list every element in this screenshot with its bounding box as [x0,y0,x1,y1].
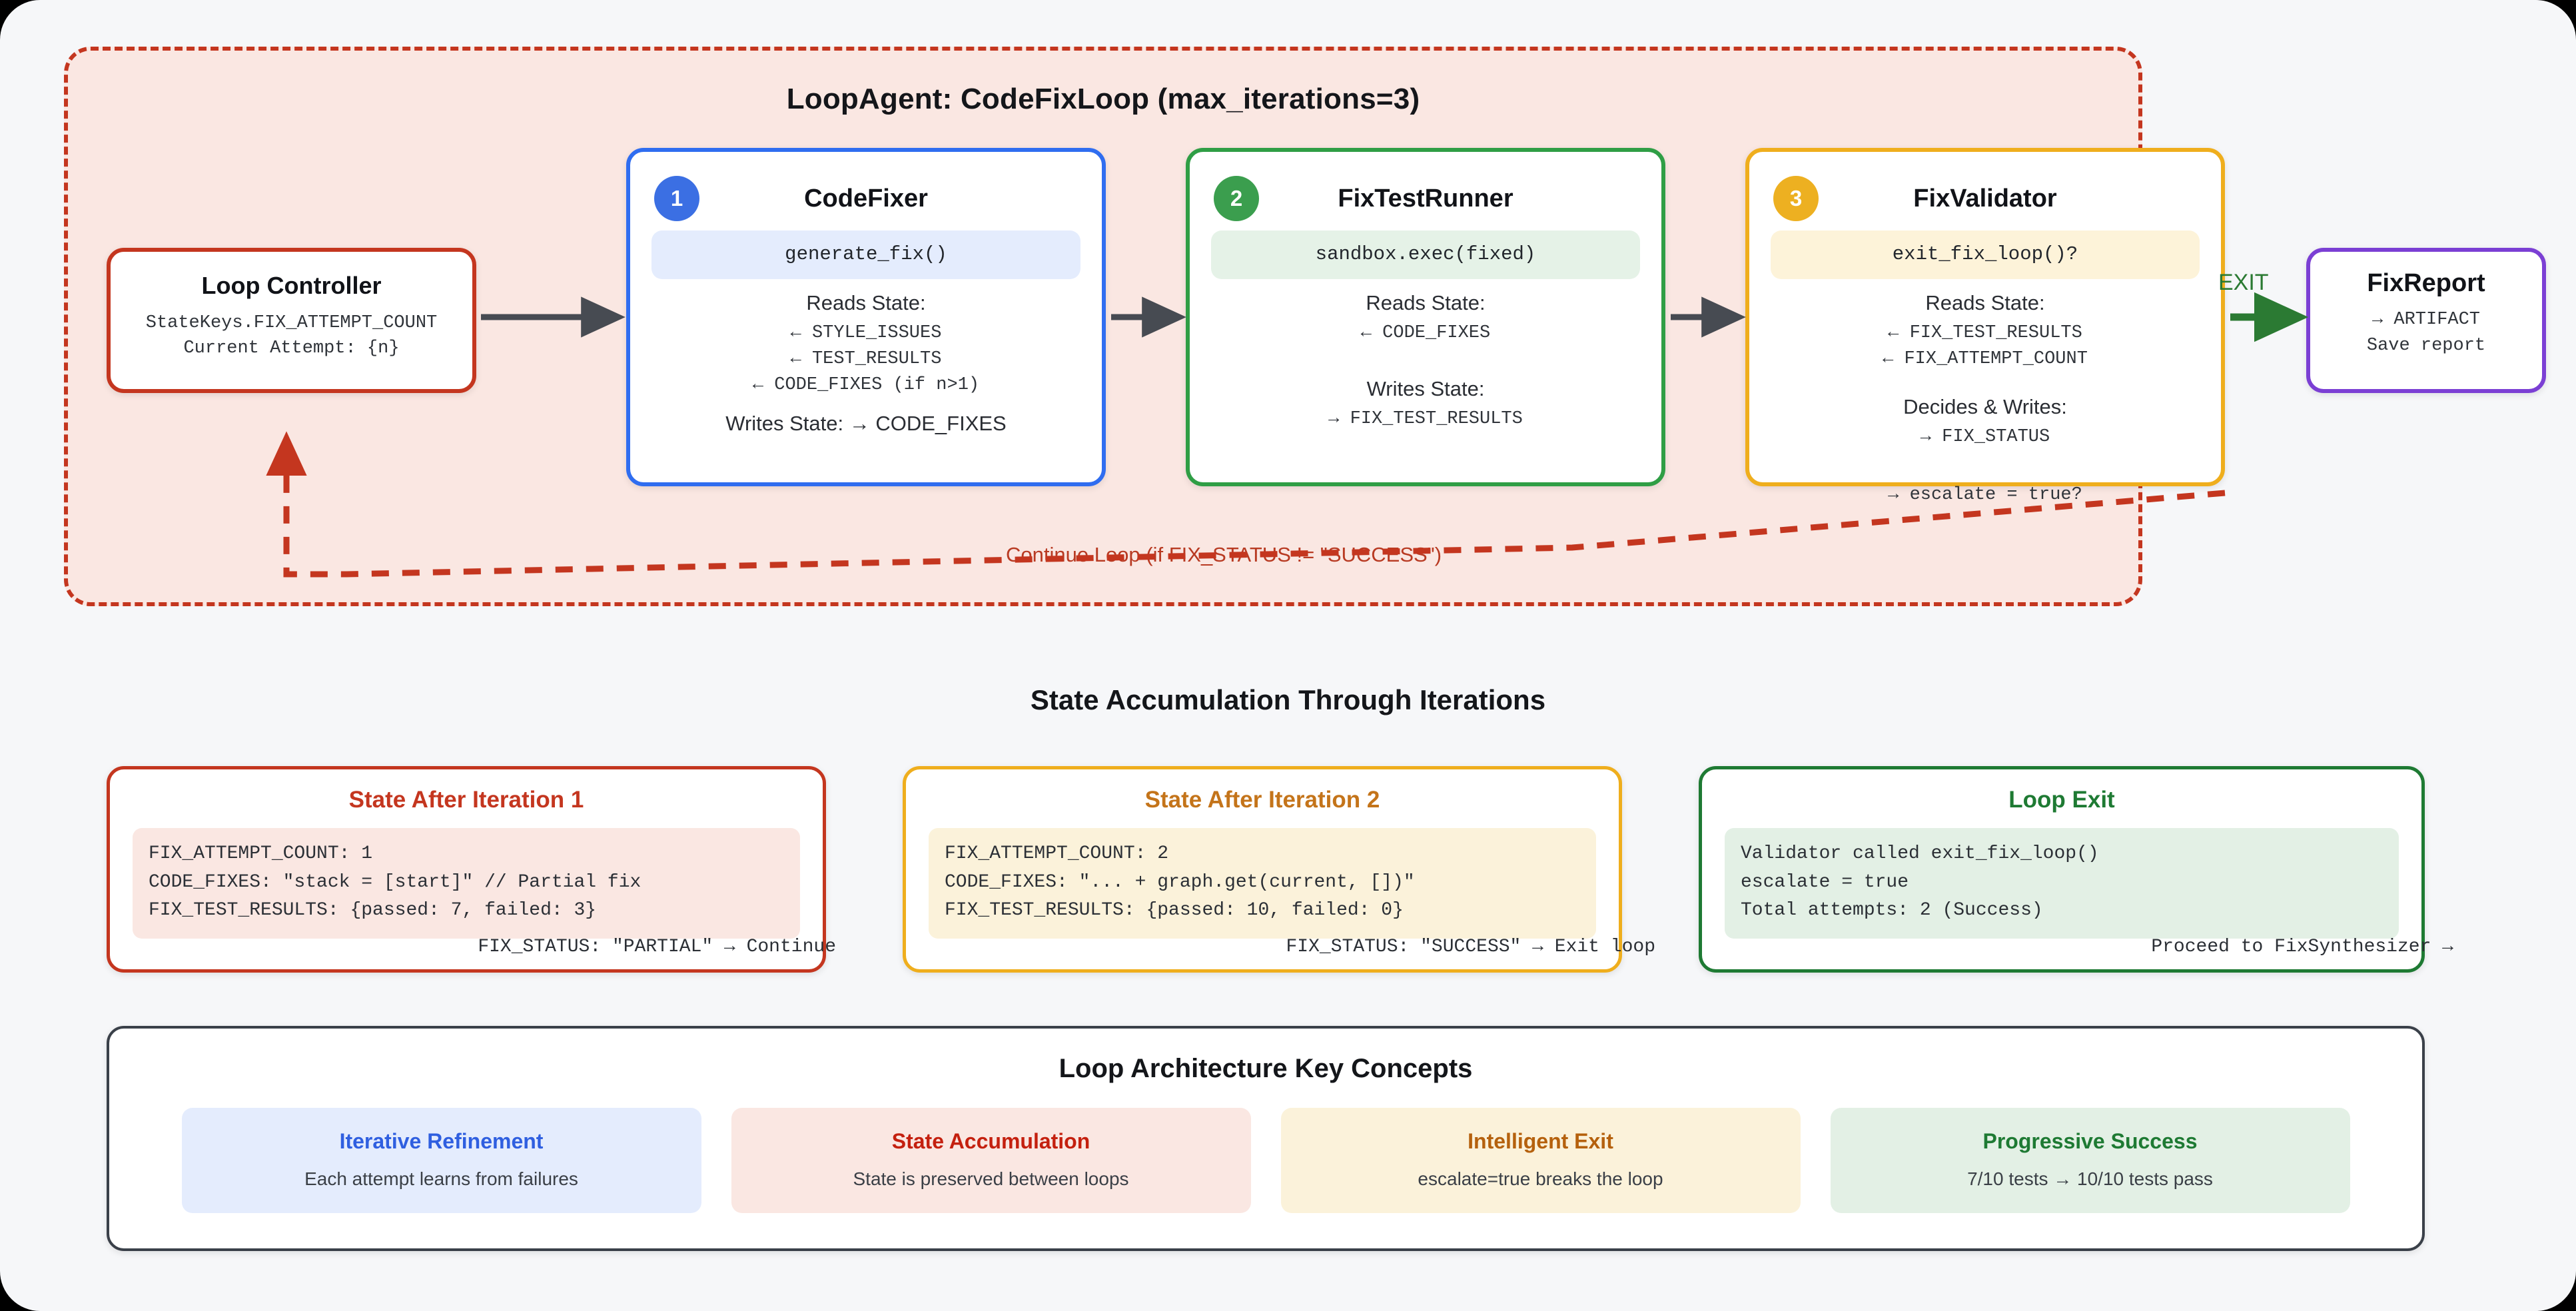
key-concept-card-intelligent-exit[interactable]: Intelligent Exit escalate=true breaks th… [1280,1108,1801,1213]
reads-state-item: ← CODE_FIXES (if n>1) [752,375,980,396]
continue-loop-label: Continue Loop (if FIX_STATUS != "SUCCESS… [1006,543,1442,566]
step-number-badge: 3 [1773,176,1819,221]
exit-label: EXIT [2218,270,2269,295]
reads-state-item: ← TEST_RESULTS [790,349,942,370]
fix-report-save: Save report [2366,336,2486,356]
writes-state-item: → FIX_TEST_RESULTS [1328,409,1523,430]
state-card-title: State After Iteration 1 [348,787,584,813]
state-card-body: FIX_ATTEMPT_COUNT: 1 CODE_FIXES: "stack … [133,828,800,939]
key-concepts-row: Iterative Refinement Each attempt learns… [109,1108,2422,1213]
step-number-badge: 2 [1214,176,1259,221]
state-line: FIX_ATTEMPT_COUNT: 2 [945,843,1169,864]
state-card-body: Validator called exit_fix_loop() escalat… [1725,828,2399,939]
key-concept-subtext: 7/10 tests → 10/10 tests pass [1967,1168,2213,1189]
fix-report-artifact: → ARTIFACT [2371,310,2481,330]
state-section-heading: State Accumulation Through Iterations [1030,684,1546,715]
key-concept-heading: Progressive Success [1982,1129,2198,1153]
reads-state-label: Reads State: [1925,291,2045,314]
key-concepts-panel: Loop Architecture Key Concepts Iterative… [107,1026,2425,1251]
key-concept-heading: State Accumulation [891,1129,1090,1153]
reads-state-label: Reads State: [806,291,926,314]
key-concept-card-state-accumulation[interactable]: State Accumulation State is preserved be… [731,1108,1251,1213]
state-line: CODE_FIXES: "stack = [start]" // Partial… [149,871,642,893]
loop-controller-statekey: StateKeys.FIX_ATTEMPT_COUNT [145,313,438,333]
agent-header: 3 FixValidator [1767,167,2204,230]
agent-node-fixtestrunner[interactable]: 2 FixTestRunner sandbox.exec(fixed) Read… [1186,148,1665,486]
state-card-footer: Proceed to FixSynthesizer → [2151,937,2453,957]
loop-controller-title: Loop Controller [201,272,382,299]
agent-name: CodeFixer [804,185,928,213]
loop-agent-title: LoopAgent: CodeFixLoop (max_iterations=3… [786,83,1420,115]
key-concept-subtext: State is preserved between loops [853,1168,1129,1189]
state-card-title: State After Iteration 2 [1144,787,1380,813]
step-number-badge: 1 [654,176,699,221]
fix-report-title: FixReport [2367,269,2485,297]
reads-state-item: ← CODE_FIXES [1360,323,1491,343]
state-card-title: Loop Exit [2008,787,2115,813]
loop-controller-attempt: Current Attempt: {n} [183,338,400,359]
loop-controller-node[interactable]: Loop Controller StateKeys.FIX_ATTEMPT_CO… [107,248,476,393]
state-line: escalate = true [1741,871,1909,893]
agent-call-chip: exit_fix_loop()? [1771,230,2200,279]
agent-call-chip: sandbox.exec(fixed) [1211,230,1640,279]
agent-name: FixTestRunner [1338,185,1513,213]
state-line: FIX_ATTEMPT_COUNT: 1 [149,843,373,864]
reads-state-label: Reads State: [1366,291,1486,314]
writes-state-label: Writes State: [1366,377,1485,401]
state-card-footer: FIX_STATUS: "PARTIAL" → Continue [478,937,836,957]
state-line: FIX_TEST_RESULTS: {passed: 10, failed: 0… [945,900,1404,921]
key-concept-subtext: escalate=true breaks the loop [1418,1168,1663,1189]
agent-call-chip: generate_fix() [651,230,1080,279]
agent-header: 2 FixTestRunner [1207,167,1644,230]
state-line: FIX_TEST_RESULTS: {passed: 7, failed: 3} [149,900,597,921]
key-concept-card-progressive-success[interactable]: Progressive Success 7/10 tests → 10/10 t… [1830,1108,2350,1213]
agent-node-fixvalidator[interactable]: 3 FixValidator exit_fix_loop()? Reads St… [1745,148,2225,505]
agent-node-codefixer[interactable]: 1 CodeFixer generate_fix() Reads State: … [626,148,1106,486]
key-concept-heading: Iterative Refinement [339,1129,544,1153]
key-concept-card-iterative-refinement[interactable]: Iterative Refinement Each attempt learns… [181,1108,701,1213]
state-line: Validator called exit_fix_loop() [1741,843,2099,864]
state-line: CODE_FIXES: "... + graph.get(current, []… [945,871,1415,893]
state-card-iteration-2[interactable]: State After Iteration 2 FIX_ATTEMPT_COUN… [903,766,1655,973]
state-card-loop-exit[interactable]: Loop Exit Validator called exit_fix_loop… [1699,766,2453,973]
fix-report-node[interactable]: FixReport → ARTIFACT Save report [2306,248,2546,393]
writes-state-inline: Writes State: → CODE_FIXES [725,412,1007,436]
key-concepts-title: Loop Architecture Key Concepts [1059,1054,1473,1083]
state-card-body: FIX_ATTEMPT_COUNT: 2 CODE_FIXES: "... + … [929,828,1596,939]
key-concept-subtext: Each attempt learns from failures [304,1168,578,1189]
state-card-iteration-1[interactable]: State After Iteration 1 FIX_ATTEMPT_COUN… [107,766,836,973]
state-line: Total attempts: 2 (Success) [1741,900,2043,921]
reads-state-item: ← FIX_TEST_RESULTS [1888,323,2082,343]
escalate-note: → escalate = true? [1888,485,2082,505]
agent-name: FixValidator [1913,185,2057,213]
writes-state-item: → FIX_STATUS [1920,427,2050,448]
reads-state-item: ← STYLE_ISSUES [790,323,942,343]
reads-state-item: ← FIX_ATTEMPT_COUNT [1883,349,2088,370]
decides-writes-label: Decides & Writes: [1903,395,2067,419]
state-card-footer: FIX_STATUS: "SUCCESS" → Exit loop [1286,937,1656,957]
agent-header: 1 CodeFixer [647,167,1084,230]
key-concept-heading: Intelligent Exit [1468,1129,1613,1153]
